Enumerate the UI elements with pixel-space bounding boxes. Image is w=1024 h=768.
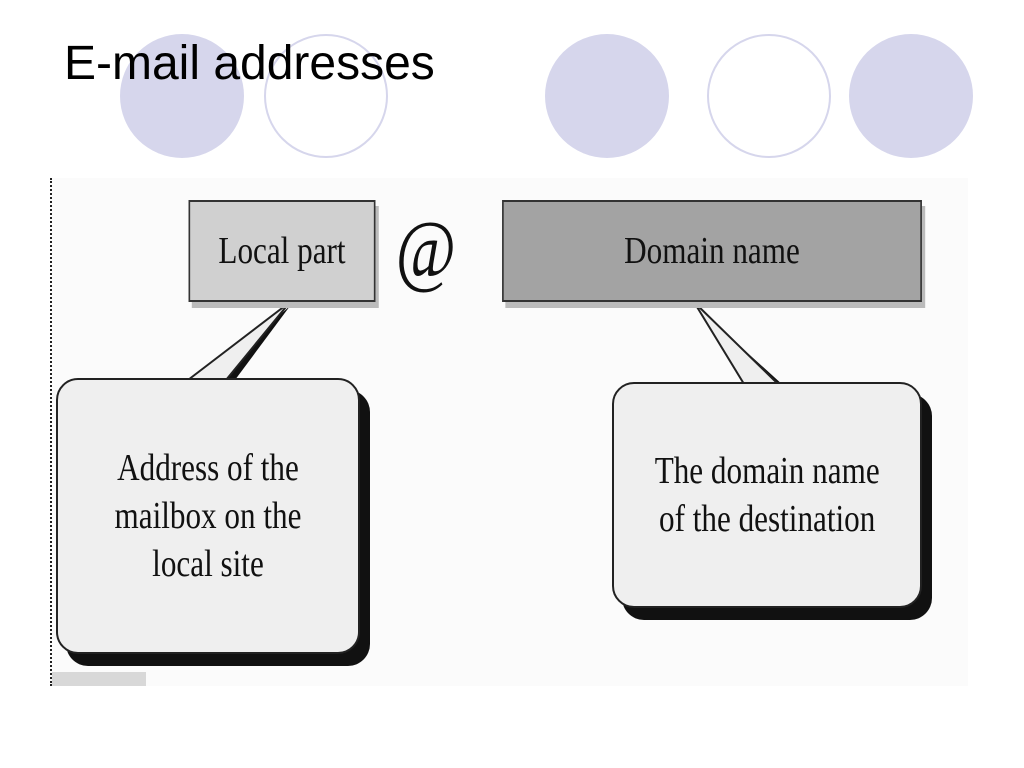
slide-title: E-mail addresses xyxy=(64,37,435,90)
callout-line: The domain name xyxy=(654,450,880,492)
callout-pointers xyxy=(185,301,784,386)
callout-line: of the destination xyxy=(658,498,876,540)
decor-circle-3 xyxy=(545,34,669,158)
decor-circle-2 xyxy=(264,34,388,158)
decor-circle-1 xyxy=(120,34,244,158)
domain-pointer xyxy=(693,301,781,385)
callout-line: Address of the xyxy=(117,447,299,489)
image-strip xyxy=(52,672,146,686)
callout-line: mailbox on the xyxy=(114,495,302,537)
local-callout-text: Address of the mailbox on the local site xyxy=(115,444,302,588)
decor-circle-5 xyxy=(849,34,973,158)
dotted-edge xyxy=(50,178,52,686)
callout-line: local site xyxy=(152,543,264,585)
local-part-label: Local part xyxy=(218,230,346,272)
local-part-box: Local part xyxy=(188,200,376,302)
email-address-diagram: Local part @ Domain name Address of the … xyxy=(50,178,968,686)
domain-name-label: Domain name xyxy=(624,230,800,272)
domain-callout-text: The domain name of the destination xyxy=(655,447,880,543)
local-part-callout: Address of the mailbox on the local site xyxy=(56,378,360,654)
at-symbol: @ xyxy=(395,204,457,295)
decor-circle-4 xyxy=(707,34,831,158)
domain-name-callout: The domain name of the destination xyxy=(612,382,922,608)
domain-name-box: Domain name xyxy=(502,200,922,302)
